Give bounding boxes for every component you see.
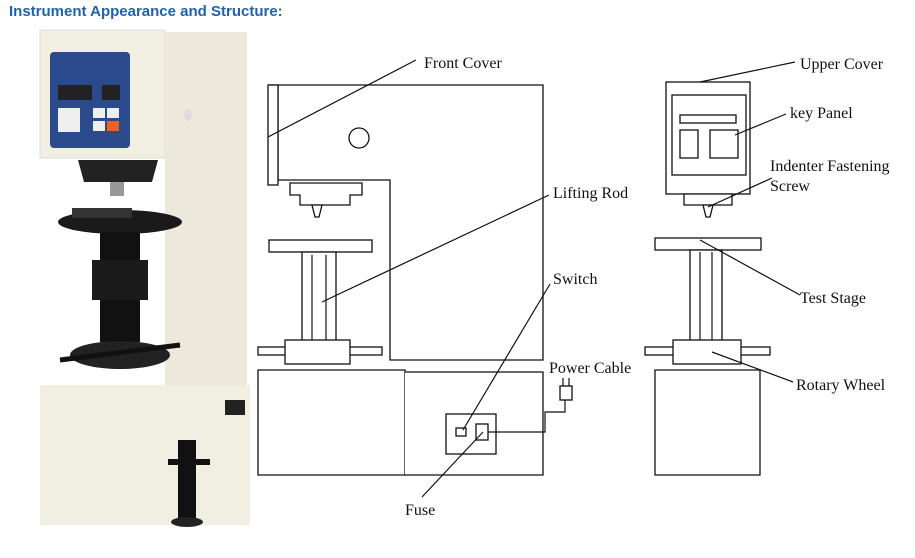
side-view-drawing <box>644 81 771 476</box>
label-indenter-screw: Screw <box>770 178 810 195</box>
label-key-panel: key Panel <box>790 105 853 122</box>
instrument-photo <box>39 29 250 527</box>
label-test-stage: Test Stage <box>800 290 866 307</box>
label-lifting-rod: Lifting Rod <box>553 185 628 202</box>
label-upper-cover: Upper Cover <box>800 56 884 73</box>
label-switch: Switch <box>553 271 597 288</box>
page-title: Instrument Appearance and Structure: <box>9 3 283 20</box>
label-fuse: Fuse <box>405 502 435 519</box>
front-view-drawing <box>257 84 573 476</box>
label-front-cover: Front Cover <box>424 55 502 72</box>
leader-lines <box>267 59 801 498</box>
label-power-cable: Power Cable <box>549 360 631 377</box>
label-indenter-fastening: Indenter Fastening <box>770 158 890 175</box>
label-rotary-wheel: Rotary Wheel <box>796 377 886 394</box>
